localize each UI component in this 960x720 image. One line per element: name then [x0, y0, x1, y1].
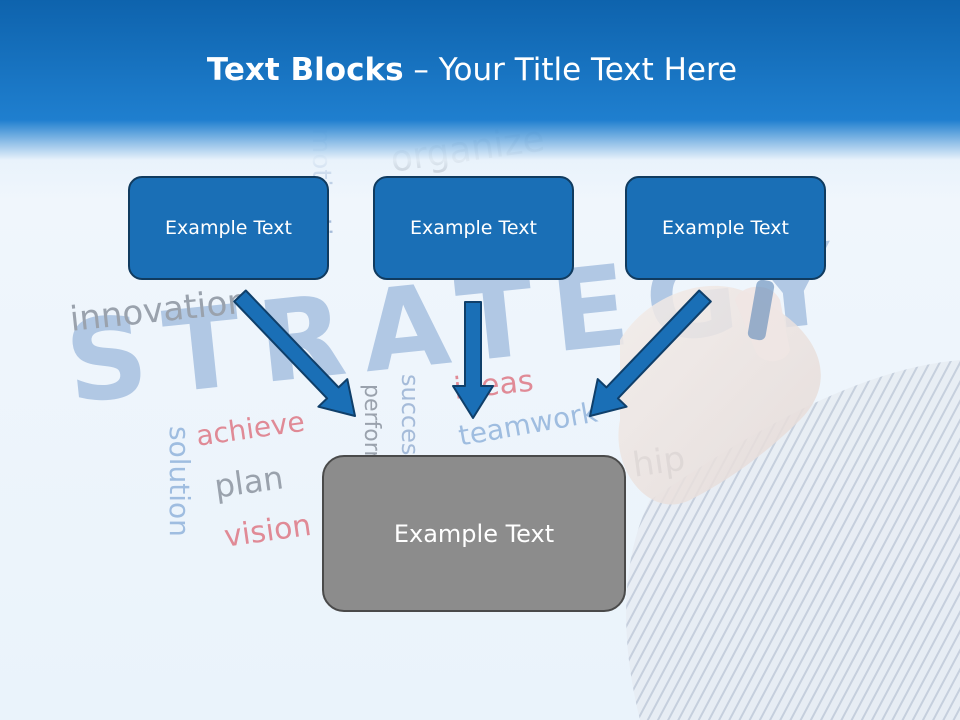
- marker-shape: [747, 279, 775, 341]
- arrow-right-to-bottom: [589, 289, 712, 417]
- arrow-left-to-bottom: [233, 289, 356, 417]
- text-block-right[interactable]: Example Text: [625, 176, 826, 280]
- text-block-left-label: Example Text: [165, 217, 292, 239]
- text-block-bottom[interactable]: Example Text: [322, 455, 626, 612]
- slide-title: Text Blocks – Your Title Text Here: [0, 52, 944, 88]
- sleeve-shape: [626, 360, 960, 720]
- title-rest: Your Title Text Here: [438, 52, 738, 88]
- arrow-center-to-bottom: [452, 301, 494, 419]
- text-block-right-label: Example Text: [662, 217, 789, 239]
- title-dash: –: [403, 52, 439, 88]
- text-block-bottom-label: Example Text: [393, 519, 555, 548]
- header-band: [0, 0, 960, 200]
- text-block-left[interactable]: Example Text: [128, 176, 329, 280]
- text-block-center-label: Example Text: [410, 217, 537, 239]
- text-block-center[interactable]: Example Text: [373, 176, 574, 280]
- title-bold-part: Text Blocks: [206, 52, 404, 88]
